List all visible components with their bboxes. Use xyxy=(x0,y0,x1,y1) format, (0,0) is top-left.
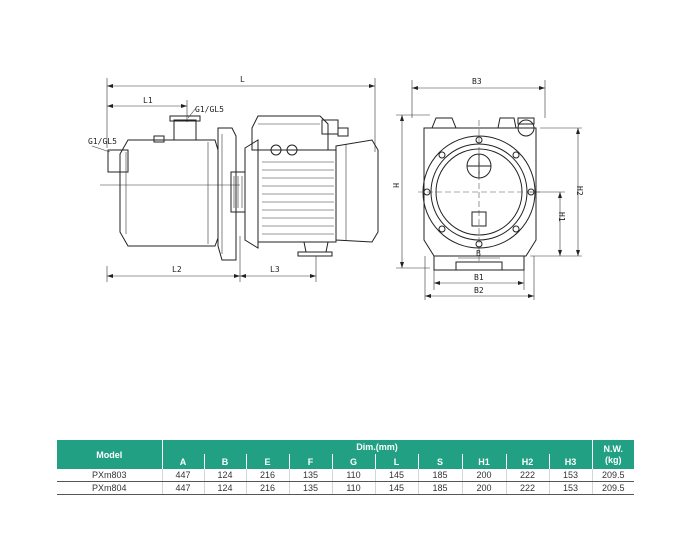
dim-label-B2: B2 xyxy=(474,286,484,295)
value-cell: 135 xyxy=(288,481,332,495)
value-cell: 222 xyxy=(505,481,549,495)
value-cell: 200 xyxy=(461,481,506,495)
dim-label-L: L xyxy=(240,75,245,84)
model-cell: PXm803 xyxy=(57,469,162,482)
nw-header-line1: N.W. xyxy=(603,443,624,454)
col-header: G xyxy=(331,454,375,469)
dim-label-B3: B3 xyxy=(472,77,482,86)
value-cell: 153 xyxy=(548,481,593,495)
dim-label-H2: H2 xyxy=(575,186,584,196)
col-header: B xyxy=(203,454,246,469)
col-header: L xyxy=(374,454,418,469)
model-cell: PXm804 xyxy=(57,481,162,495)
value-cell: 145 xyxy=(374,481,418,495)
dim-label-H: H xyxy=(391,183,400,188)
nw-cell: 209.5 xyxy=(591,469,635,482)
dim-label-L1: L1 xyxy=(143,96,153,105)
col-header: S xyxy=(417,454,462,469)
value-cell: 135 xyxy=(288,469,332,482)
inlet-thread-label: G1/GL5 xyxy=(88,137,117,146)
spec-table: Model Dim.(mm) N.W. (kg) A B E F G L S H… xyxy=(57,440,635,495)
value-cell: 200 xyxy=(461,469,506,482)
dim-label-L2: L2 xyxy=(172,265,182,274)
dim-label-B1: B1 xyxy=(474,273,484,282)
col-header: H2 xyxy=(505,454,549,469)
value-cell: 185 xyxy=(417,469,462,482)
col-header: A xyxy=(161,454,204,469)
value-cell: 124 xyxy=(203,469,246,482)
dim-label-L3: L3 xyxy=(270,265,280,274)
col-header: H1 xyxy=(461,454,506,469)
nw-header-line2: (kg) xyxy=(605,454,622,465)
side-view: L L1 G1/GL5 G1/GL5 xyxy=(88,75,379,282)
value-cell: 153 xyxy=(548,469,593,482)
table-row: PXm803 447 124 216 135 110 145 185 200 2… xyxy=(57,469,635,482)
value-cell: 216 xyxy=(245,469,289,482)
model-column-header: Model xyxy=(57,440,163,469)
value-cell: 110 xyxy=(331,481,375,495)
nw-cell: 209.5 xyxy=(591,481,635,495)
value-cell: 110 xyxy=(331,469,375,482)
nw-column-header: N.W. (kg) xyxy=(591,440,635,469)
value-cell: 216 xyxy=(245,481,289,495)
col-header: H3 xyxy=(548,454,593,469)
col-header: E xyxy=(245,454,289,469)
table-header-row: Model Dim.(mm) N.W. (kg) xyxy=(57,440,635,469)
value-cell: 124 xyxy=(203,481,246,495)
dim-label-B: B xyxy=(476,249,481,258)
dim-group-header: Dim.(mm) xyxy=(162,440,593,454)
value-cell: 145 xyxy=(374,469,418,482)
value-cell: 447 xyxy=(161,481,204,495)
col-header: F xyxy=(288,454,332,469)
value-cell: 222 xyxy=(505,469,549,482)
value-cell: 185 xyxy=(417,481,462,495)
value-cell: 447 xyxy=(161,469,204,482)
table-row: PXm804 447 124 216 135 110 145 185 200 2… xyxy=(57,481,635,495)
outlet-thread-label: G1/GL5 xyxy=(195,105,224,114)
front-view: B3 H xyxy=(391,77,584,300)
table-subheader-row: A B E F G L S H1 H2 H3 xyxy=(57,454,634,469)
dim-label-H1: H1 xyxy=(557,212,566,222)
